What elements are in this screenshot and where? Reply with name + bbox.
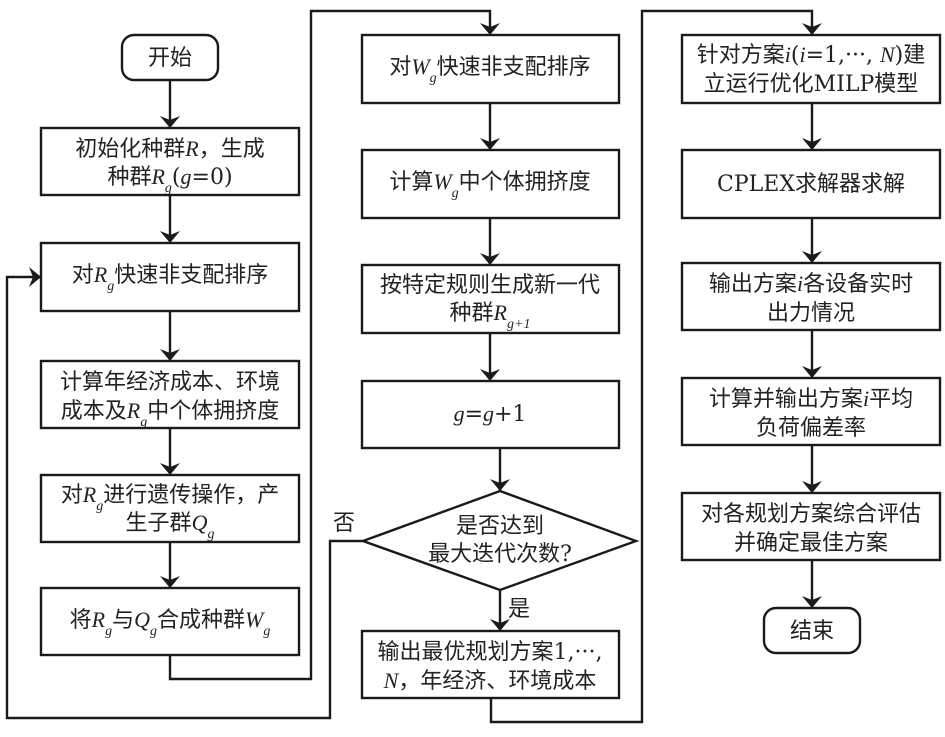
edge-label-yes: 是 — [508, 597, 530, 622]
node-merge: 将Rg与Qg合成种群Wg — [39, 586, 301, 657]
node-end: 结束 — [762, 606, 862, 655]
node-calc-deviation: 计算并输出方案i平均 负荷偏差率 — [680, 376, 942, 447]
node-evaluate-line-2: 并确定最佳方案 — [734, 531, 888, 556]
node-new-gen-line-1: 按特定规则生成新一代 — [380, 273, 600, 298]
node-increment-label: g=g+1 — [454, 401, 527, 427]
node-calc-cost-line-1: 计算年经济成本、环境 — [60, 370, 280, 395]
node-milp: 针对方案i(i=1,···, N)建 立运行优化MILP模型 — [680, 33, 942, 105]
node-crowding-w: 计算Wg中个体拥挤度 — [360, 148, 621, 220]
node-increment: g=g+1 — [360, 379, 621, 450]
node-output-device: 输出方案i各设备实时 出力情况 — [680, 261, 942, 332]
node-end-label: 结束 — [790, 619, 834, 644]
edge-check-max-no-sort-r — [5, 267, 363, 720]
node-cplex-label: CPLEX求解器求解 — [717, 172, 905, 197]
node-evaluate: 对各规划方案综合评估 并确定最佳方案 — [680, 491, 942, 562]
node-init-line-1: 初始化种群R，生成 — [75, 136, 264, 162]
edge-output-best-milp — [489, 9, 822, 724]
node-output-best-line-1: 输出最优规划方案1,···, — [378, 640, 603, 665]
edges — [5, 9, 822, 724]
node-genetic: 对Rg进行遗传操作，产 生子群Qg — [39, 473, 301, 544]
node-sort-r: 对Rg快速非支配排序 — [39, 241, 301, 313]
node-output-best-line-2: N，年经济、环境成本 — [383, 668, 597, 694]
node-evaluate-line-1: 对各规划方案综合评估 — [701, 502, 921, 527]
node-check-max-line-1: 是否达到 — [456, 514, 544, 539]
edge-merge-sort-w — [168, 9, 500, 681]
node-check-max-line-2: 最大迭代次数? — [428, 542, 572, 567]
node-calc-cost: 计算年经济成本、环境 成本及Rg中个体拥挤度 — [39, 359, 301, 430]
node-start: 开始 — [120, 33, 220, 82]
node-output-device-line-2: 出力情况 — [767, 301, 855, 326]
node-new-gen: 按特定规则生成新一代 种群Rg+1 — [360, 263, 621, 335]
node-start-label: 开始 — [148, 46, 192, 71]
node-check-max: 是否达到 最大迭代次数? — [359, 489, 640, 592]
node-sort-w: 对Wg快速非支配排序 — [360, 33, 621, 105]
node-calc-deviation-line-1: 计算并输出方案i平均 — [709, 386, 913, 412]
node-output-device-line-1: 输出方案i各设备实时 — [709, 271, 913, 297]
node-calc-deviation-line-2: 负荷偏差率 — [756, 416, 866, 441]
node-init: 初始化种群R，生成 种群Rg(g=0) — [39, 126, 301, 197]
node-milp-line-2: 立运行优化MILP模型 — [704, 72, 919, 97]
node-output-best: 输出最优规划方案1,···, N，年经济、环境成本 — [360, 629, 621, 700]
node-cplex: CPLEX求解器求解 — [680, 148, 942, 220]
edge-label-no: 否 — [333, 511, 355, 536]
node-milp-line-1: 针对方案i(i=1,···, N)建 — [697, 42, 926, 68]
